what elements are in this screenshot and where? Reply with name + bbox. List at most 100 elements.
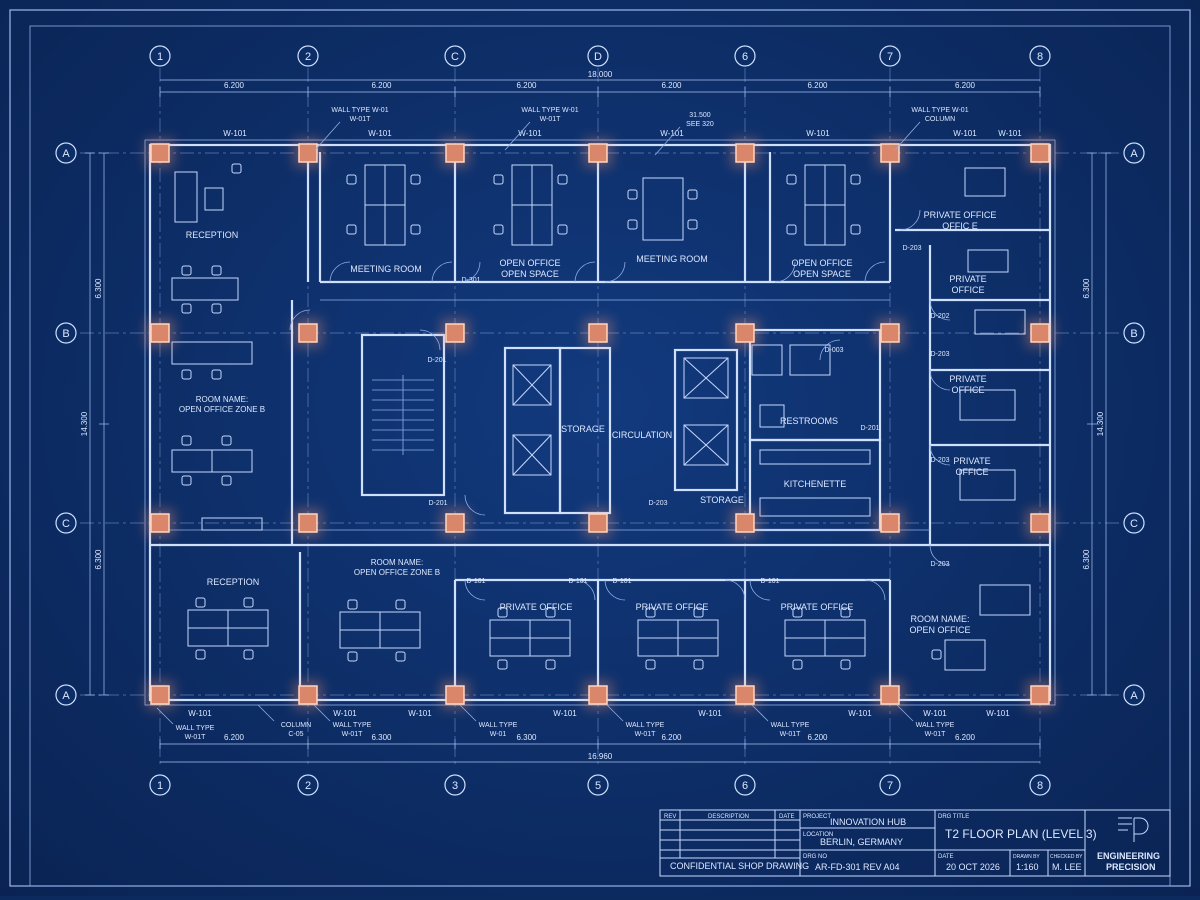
structural-column	[735, 513, 755, 533]
wall-type-callout: W-01T	[635, 731, 657, 738]
dimension-label: 6.200	[224, 733, 245, 742]
door-tag: D-101	[568, 578, 587, 585]
tb-project: INNOVATION HUB	[830, 817, 906, 827]
grid-bubble-bottom-label: 7	[887, 780, 893, 792]
dimension-label: 6.200	[224, 81, 245, 90]
grid-bubble-top	[879, 45, 901, 67]
tb-date: 20 OCT 2026	[946, 862, 1000, 872]
tb-location-label: LOCATION	[803, 832, 833, 838]
grid-bubble-left-label: B	[62, 328, 69, 340]
grid-bubble-bottom	[1029, 774, 1051, 796]
wall-tag: W-101	[333, 709, 357, 718]
tb-brand-line1: ENGINEERING	[1097, 851, 1160, 861]
grid-bubble-top-label: 6	[742, 51, 748, 63]
room-label-zone-b: OPEN OFFICE ZONE B	[179, 405, 265, 414]
grid-bubble-right	[1123, 684, 1145, 706]
room-label-private-b2: PRIVATE OFFICE	[636, 602, 709, 612]
door-tag: D-202	[930, 313, 949, 320]
room-label-reception-bottom: RECEPTION	[207, 577, 260, 587]
dimension-label: 6.300	[516, 733, 537, 742]
wall-tag: W-101	[553, 709, 577, 718]
door-tag: D-101	[466, 578, 485, 585]
structural-column	[445, 143, 465, 163]
dimension-label: 6.300	[94, 549, 103, 570]
wall-type-callout: WALL TYPE W-01	[911, 107, 968, 114]
room-label-private-b1: PRIVATE OFFICE	[500, 602, 573, 612]
inner-border	[29, 25, 1171, 887]
wall-tag: W-101	[368, 129, 392, 138]
dimension-label: 14.300	[80, 411, 89, 436]
grid-bubble-left	[55, 322, 77, 344]
structural-column	[880, 513, 900, 533]
structural-column	[880, 685, 900, 705]
door-tag: D-101	[760, 578, 779, 585]
grid-bubble-top-label: 8	[1037, 51, 1043, 63]
structural-column	[1030, 323, 1050, 343]
wall-type-callout: WALL TYPE	[626, 722, 665, 729]
door-tag: D-101	[612, 578, 631, 585]
room-label-zone-b-2: OPEN OFFICE ZONE B	[354, 568, 440, 577]
structural-column	[150, 143, 170, 163]
tb-confidential: CONFIDENTIAL SHOP DRAWING	[670, 861, 809, 871]
wall-tag: W-101	[806, 129, 830, 138]
structural-column	[445, 685, 465, 705]
wall-tag: W-101	[660, 129, 684, 138]
dimension-label: 6.200	[955, 733, 976, 742]
room-label-private-b3: PRIVATE OFFICE	[781, 602, 854, 612]
door-tag: D-203	[930, 351, 949, 358]
dimension-total: 16.960	[588, 752, 613, 761]
room-label-kitchenette: KITCHENETTE	[784, 479, 847, 489]
wall-type-callout: W-01T	[350, 116, 372, 123]
door-tag: D-203	[648, 500, 667, 507]
building-walls	[144, 139, 1056, 706]
wall-tag: W-101	[188, 709, 212, 718]
room-label-private-1: PRIVATE	[949, 274, 986, 284]
tb-checked-label: CHECKED BY	[1050, 854, 1083, 860]
wall-tag: W-101	[848, 709, 872, 718]
grid-bubble-top	[734, 45, 756, 67]
room-label-open-office-2: OPEN SPACE	[793, 269, 851, 279]
tb-date-label: DATE	[938, 854, 954, 860]
room-label-reception-top: RECEPTION	[186, 230, 239, 240]
dimension-label: 6.200	[516, 81, 537, 90]
structural-column	[735, 143, 755, 163]
structural-column	[150, 685, 170, 705]
wall-type-callout: WALL TYPE	[771, 722, 810, 729]
grid-bubble-bottom-label: 5	[595, 780, 601, 792]
structural-column	[298, 143, 318, 163]
dimension-label: 6.200	[661, 733, 682, 742]
furniture	[171, 163, 1031, 671]
grid-bubble-bottom-label: 3	[452, 780, 458, 792]
wall-tag: W-101	[998, 129, 1022, 138]
structural-column	[445, 513, 465, 533]
dimension-label: 6.200	[807, 733, 828, 742]
grid-bubble-right-label: A	[1130, 148, 1138, 160]
grid-bubble-left-label: C	[62, 518, 70, 530]
grid-bubble-right-label: A	[1130, 690, 1138, 702]
door-tag: D-201	[427, 357, 446, 364]
tb-date-header: DATE	[779, 814, 795, 820]
structural-column	[588, 323, 608, 343]
grid-bubble-right-label: C	[1130, 518, 1138, 530]
room-label-open-office-2: OPEN OFFICE	[791, 258, 852, 268]
grid-bubble-top	[1029, 45, 1051, 67]
tb-brand-line2: PRECISION	[1106, 862, 1156, 872]
grid-bubble-top	[149, 45, 171, 67]
wall-tag: W-101	[953, 129, 977, 138]
structural-column	[150, 513, 170, 533]
structural-column	[588, 685, 608, 705]
structural-column	[298, 685, 318, 705]
structural-column	[880, 143, 900, 163]
grid-bubble-right	[1123, 512, 1145, 534]
grid-bubble-bottom	[734, 774, 756, 796]
grid-bubble-top	[297, 45, 319, 67]
structural-column	[588, 143, 608, 163]
structural-column	[298, 323, 318, 343]
grid-bubble-top	[587, 45, 609, 67]
grid-bubble-bottom-label: 6	[742, 780, 748, 792]
dimension-label: 6.300	[1082, 278, 1091, 299]
